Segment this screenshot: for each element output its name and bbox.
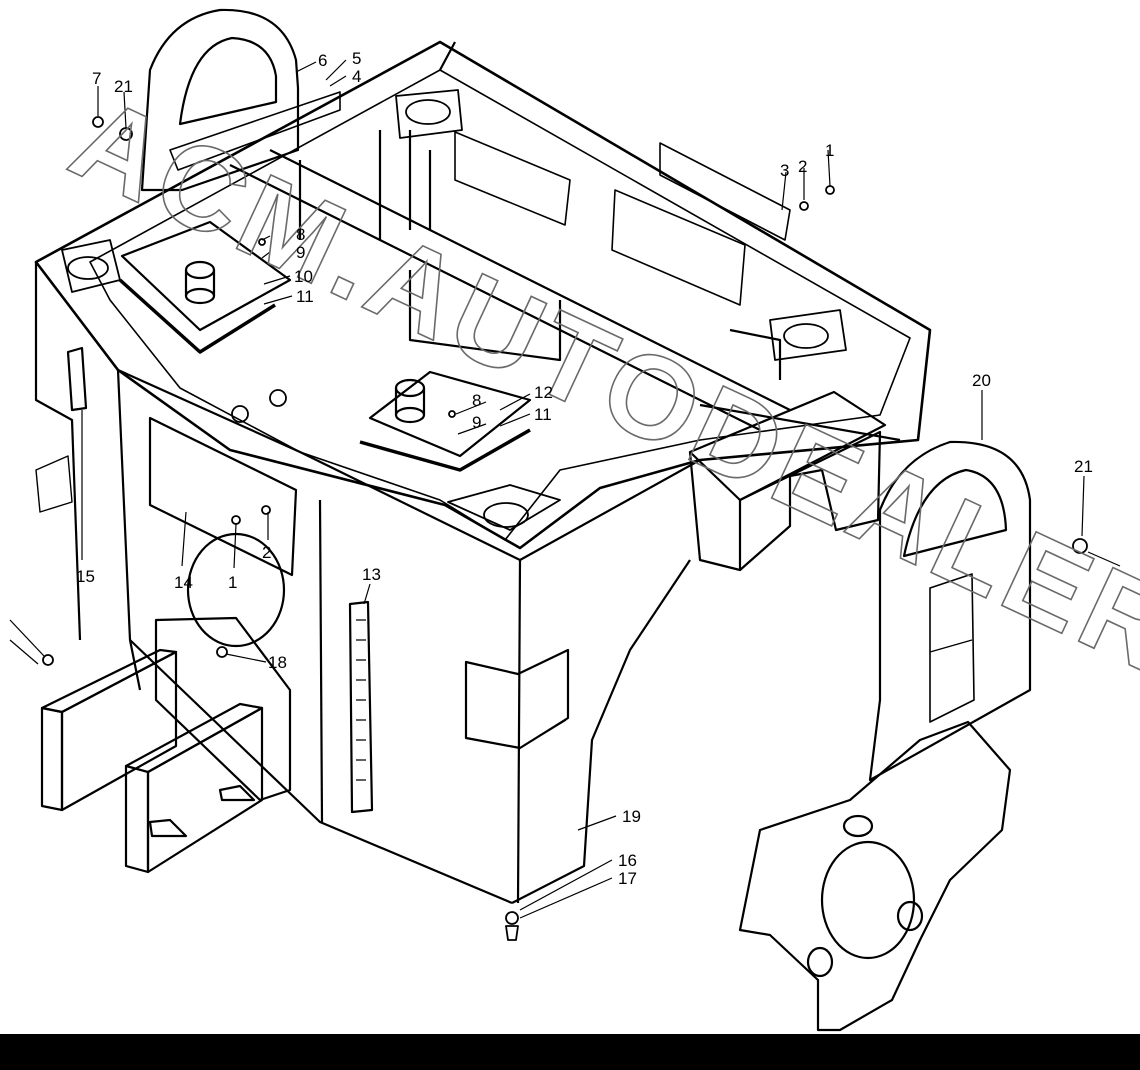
watermark: ACM.AUTODEALER.RU (53, 72, 1140, 793)
callout-1-top: 1 (825, 141, 834, 160)
callout-8-center: 8 (472, 391, 481, 410)
callout-13: 13 (362, 565, 381, 584)
access-opening (464, 648, 570, 750)
fasteners (9, 116, 1121, 941)
callout-4: 4 (352, 67, 361, 86)
callout-21-top: 21 (114, 77, 133, 96)
mounting-holes (61, 89, 847, 531)
callout-18: 18 (268, 653, 287, 672)
callout-8-left: 8 (296, 225, 305, 244)
callout-10: 10 (294, 267, 313, 286)
callout-2-top: 2 (798, 157, 807, 176)
callout-15: 15 (76, 567, 95, 586)
callout-16: 16 (618, 851, 637, 870)
bottom-border (0, 1034, 1140, 1070)
callout-12: 12 (534, 383, 553, 402)
mount-blocks (40, 616, 292, 874)
callout-9-center: 9 (472, 413, 481, 432)
callout-5: 5 (352, 49, 361, 68)
side-inspection-panel (35, 346, 88, 513)
callout-11-center: 11 (534, 405, 552, 424)
side-bracket (688, 390, 887, 572)
callout-9-left: 9 (296, 243, 305, 262)
callout-11-left: 11 (296, 287, 314, 306)
flywheel-housing-plate (738, 720, 1012, 1032)
top-plate-left (118, 220, 292, 354)
callout-labels: 1 2 3 4 5 6 7 21 8 9 10 11 12 8 9 11 20 … (76, 49, 1093, 888)
callout-6: 6 (318, 51, 327, 70)
callout-1-side: 1 (228, 573, 237, 592)
callout-19: 19 (622, 807, 641, 826)
callout-14: 14 (174, 573, 193, 592)
lifting-eye-right (868, 440, 1032, 782)
callout-7: 7 (92, 69, 101, 88)
callout-leaders (81, 59, 1085, 919)
frame-body (34, 40, 932, 905)
side-cover-plate (148, 416, 298, 648)
callout-2-side: 2 (262, 543, 271, 562)
callout-21-right: 21 (1074, 457, 1093, 476)
callout-20: 20 (972, 371, 991, 390)
callout-3: 3 (780, 161, 789, 180)
top-plate-center (359, 370, 532, 472)
lifting-eye-left (140, 8, 341, 192)
level-gauge (348, 600, 374, 814)
callout-17: 17 (618, 869, 637, 888)
